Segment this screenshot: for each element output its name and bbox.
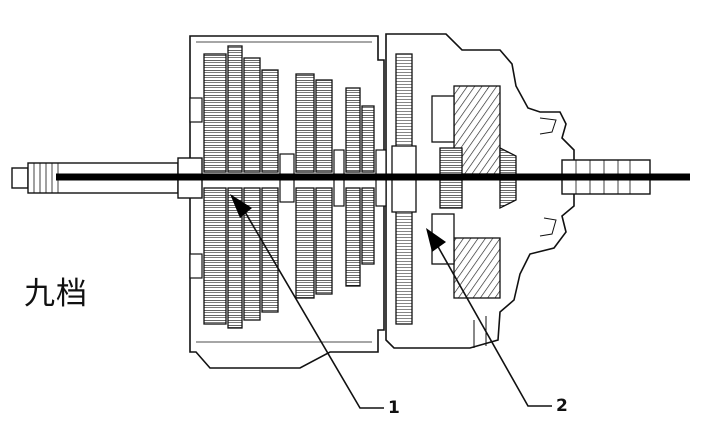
callout-label-2: 2 [556,396,568,416]
leader-line-1 [237,199,384,409]
housing-left [189,35,385,369]
arrowhead-2 [426,228,446,252]
gear-label: 九档 [24,276,88,312]
arrowhead-1 [230,194,252,218]
housing-right [385,33,575,349]
gear-stack-lower [203,187,375,329]
leader-line-2 [431,235,552,407]
callout-label-1: 1 [388,398,400,418]
helical-gears [431,85,517,299]
gear-stack-upper [203,45,375,173]
intermediate-gear [391,53,417,325]
